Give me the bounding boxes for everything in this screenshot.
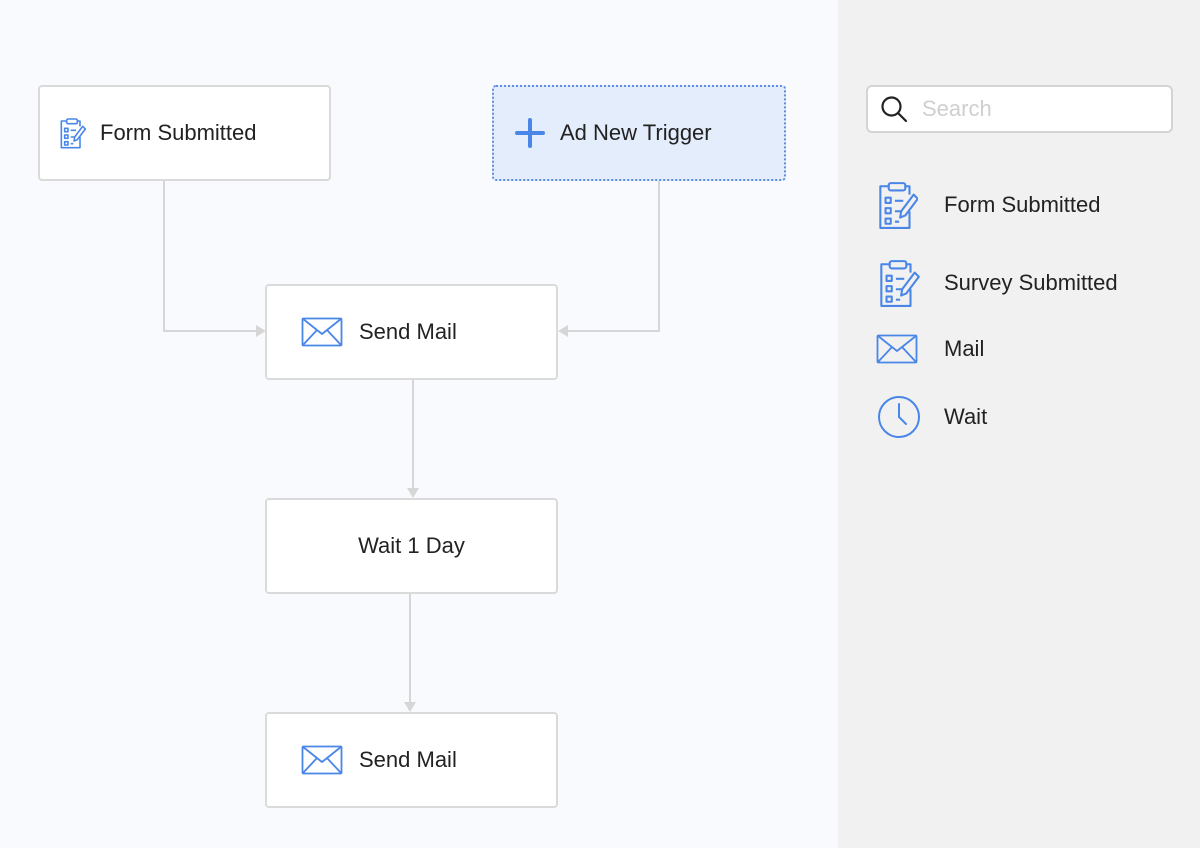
- mail-envelope-icon: [876, 334, 924, 364]
- search-input[interactable]: [920, 95, 1164, 123]
- palette-item-label: Mail: [944, 336, 985, 361]
- node-label: Form Submitted: [100, 120, 257, 145]
- mail-envelope-icon: [301, 745, 343, 775]
- node-label: Send Mail: [359, 319, 457, 344]
- node-label: Send Mail: [359, 747, 457, 772]
- node-wait-1-day[interactable]: Wait 1 Day: [265, 498, 558, 594]
- node-form-submitted[interactable]: Form Submitted: [38, 85, 331, 181]
- arrowhead: [558, 325, 568, 337]
- workflow-canvas[interactable]: Form Submitted Ad New Trigger Send Mail …: [0, 0, 838, 848]
- palette-item-form-submitted[interactable]: Form Submitted: [876, 180, 1101, 230]
- node-send-mail[interactable]: Send Mail: [265, 284, 558, 380]
- search-icon: [880, 95, 908, 123]
- mail-envelope-icon: [301, 317, 343, 347]
- palette-item-label: Wait: [944, 404, 988, 429]
- node-send-mail[interactable]: Send Mail: [265, 712, 558, 808]
- node-label: Wait 1 Day: [358, 533, 465, 558]
- components-panel: [838, 0, 1200, 848]
- form-clipboard-icon: [876, 180, 924, 230]
- plus-icon: [514, 117, 546, 149]
- palette-item-mail[interactable]: Mail: [876, 334, 984, 364]
- form-clipboard-icon: [58, 117, 86, 149]
- add-new-trigger-button[interactable]: Ad New Trigger: [492, 85, 786, 181]
- arrowhead: [404, 702, 416, 712]
- connector-trigger-to-mail: [566, 181, 660, 332]
- connector-form-to-mail: [163, 181, 258, 332]
- node-label: Ad New Trigger: [560, 120, 712, 145]
- arrowhead: [407, 488, 419, 498]
- search-box[interactable]: [866, 85, 1173, 133]
- palette-item-label: Form Submitted: [944, 192, 1101, 217]
- clock-icon: [876, 394, 924, 440]
- form-clipboard-icon: [876, 258, 924, 308]
- palette-item-survey-submitted[interactable]: Survey Submitted: [876, 258, 1118, 308]
- palette-item-wait[interactable]: Wait: [876, 394, 987, 440]
- palette-item-label: Survey Submitted: [944, 270, 1118, 295]
